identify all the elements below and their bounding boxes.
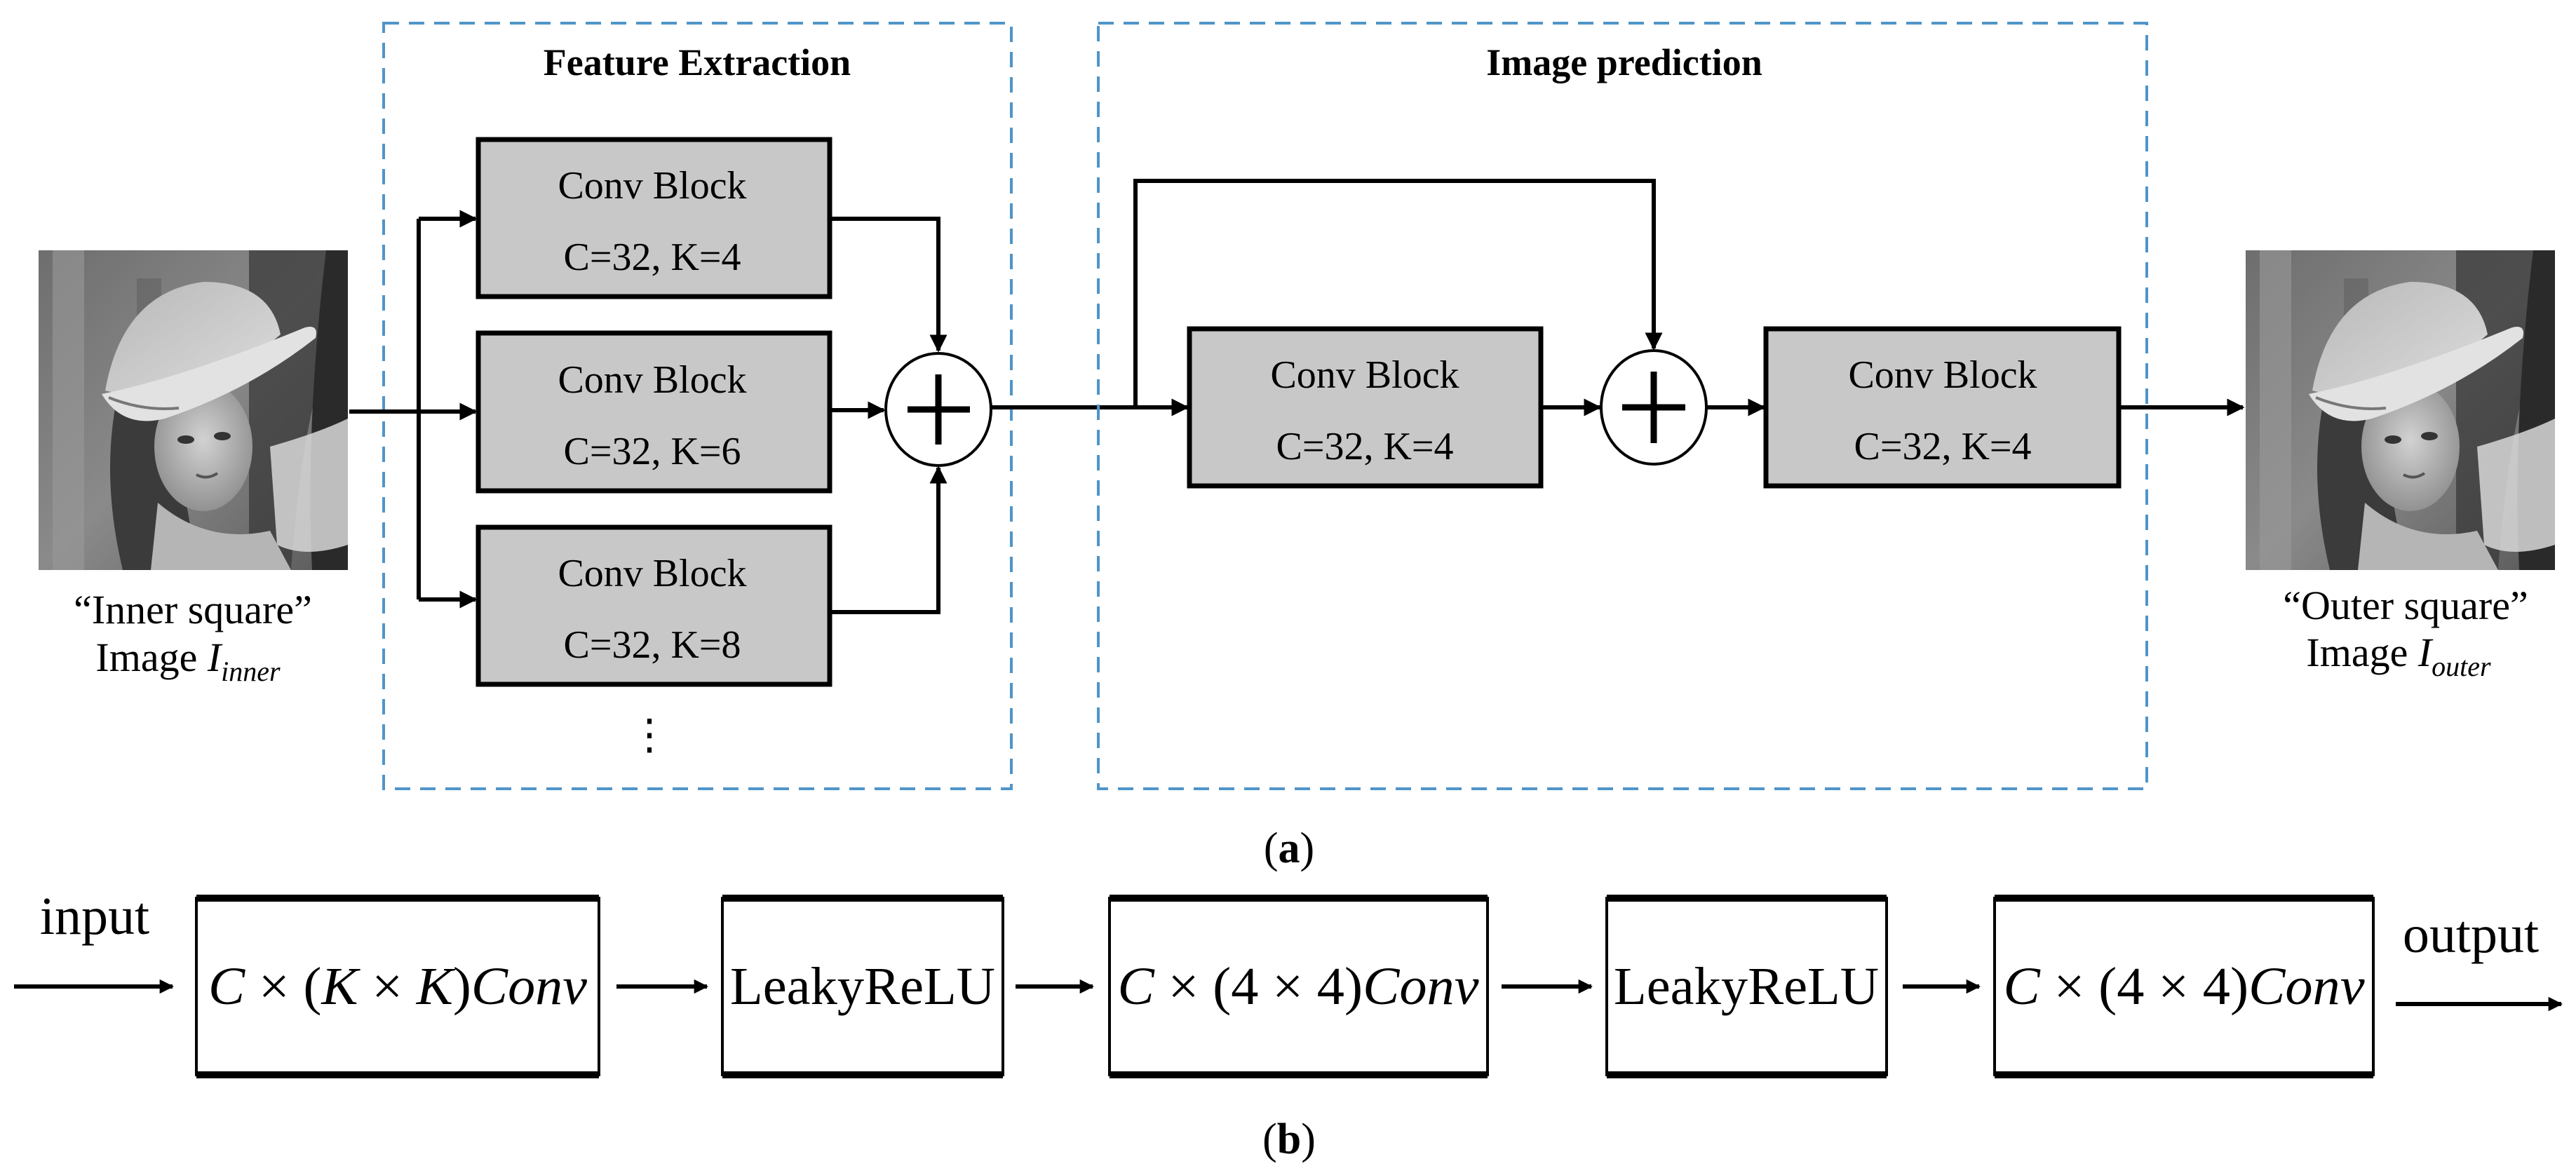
layer-leakyrelu-1: LeakyReLU [721,895,1004,1078]
fe-block-3-name: Conv Block [558,552,746,595]
fe-block-3-params: C=32, K=8 [564,623,741,667]
ip-block-2-params: C=32, K=4 [1854,425,2032,468]
ip-sum-node [1600,349,1708,466]
fe-block-2-name: Conv Block [558,358,746,402]
layer-conv-kxk: C × (K × K)Conv [195,895,600,1078]
layer-leakyrelu-2: LeakyReLU [1605,895,1888,1078]
layer-1-label: C × (K × K)Conv [208,957,587,1016]
panel-a-label: (a) [1264,825,1314,872]
image-prediction-group [1097,22,2148,790]
skip-connection [1133,179,1663,407]
more-blocks-ellipsis: ⋮ [628,712,670,758]
output-label: output [2403,905,2539,964]
layer-2-label: LeakyReLU [730,957,995,1016]
input-image [37,249,349,571]
fe-block-1-name: Conv Block [558,164,746,208]
ip-conv-block-2: Conv Block C=32, K=4 [1763,326,2122,489]
output-image-caption-line2: Image Iouter [2306,630,2491,682]
output-image-caption-line1: “Outer square” [2283,583,2528,628]
fe-block-1-params: C=32, K=4 [564,236,741,279]
panel-b: input C × (K × K)Conv LeakyReLU C × [14,887,2563,1163]
panel-b-label: (b) [1262,1116,1316,1163]
ip-block-2-name: Conv Block [1848,353,2037,397]
ip-block-1-name: Conv Block [1270,353,1459,397]
ip-conv-block-1: Conv Block C=32, K=4 [1187,326,1544,489]
fe-sum-node [884,352,992,467]
fe-block-1-output [830,217,948,353]
layer-conv-4x4-1: C × (4 × 4)Conv [1108,895,1489,1078]
input-image-caption-line2: Image Iinner [95,635,281,687]
input-image-caption-line1: “Inner square” [74,587,312,632]
layer-4-label: LeakyReLU [1614,957,1879,1016]
fe-conv-block-2: Conv Block C=32, K=6 [476,330,832,494]
fe-block-2-params: C=32, K=6 [564,430,741,473]
layer-3-label: C × (4 × 4)Conv [1118,957,1479,1016]
input-label: input [40,887,149,946]
panel-a: “Inner square” Image Iinner Feature Extr… [37,22,2556,872]
ip-block-1-params: C=32, K=4 [1276,425,1454,468]
layer-conv-4x4-2: C × (4 × 4)Conv [1993,895,2375,1078]
fe-block-3-output [830,466,948,614]
fe-conv-block-1: Conv Block C=32, K=4 [476,137,832,299]
layer-5-label: C × (4 × 4)Conv [2004,957,2365,1016]
image-prediction-title: Image prediction [1486,41,1762,83]
fe-conv-block-3: Conv Block C=32, K=8 [476,524,832,687]
feature-extraction-title: Feature Extraction [544,41,851,83]
output-image [2244,249,2556,571]
